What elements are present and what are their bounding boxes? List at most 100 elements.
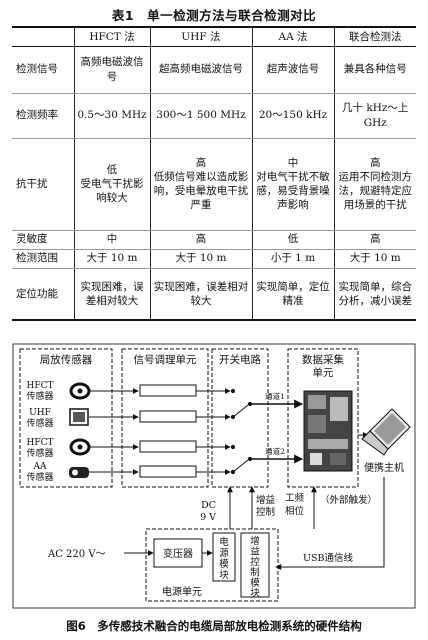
conditioning-channel bbox=[139, 440, 197, 453]
table-cell: 0.5～30 MHz bbox=[73, 92, 151, 139]
hfct-coil-icon bbox=[69, 438, 91, 456]
table-cell: 20～150 kHz bbox=[251, 92, 335, 139]
table-caption: 表1 单一检测方法与联合检测对比 bbox=[111, 8, 317, 23]
figure-caption: 图6 多传感技术融合的电缆局部放电检测系统的硬件结构 bbox=[66, 619, 362, 633]
phase-label-line2: 相位 bbox=[285, 505, 305, 517]
svg-text:益: 益 bbox=[250, 546, 260, 558]
dc-label-line2: 9 V bbox=[200, 512, 216, 523]
svg-text:块: 块 bbox=[250, 587, 260, 599]
sensor-group-label: 局放传感器 bbox=[40, 353, 93, 366]
svg-text:电: 电 bbox=[219, 536, 229, 548]
table-cell: 大于 10 m bbox=[333, 248, 416, 269]
header-cell: 联合检测法 bbox=[333, 26, 416, 47]
switch-circuit bbox=[211, 348, 269, 488]
channel-1-label: 通道1 bbox=[265, 391, 285, 401]
svg-text:HFCT: HFCT bbox=[27, 438, 54, 448]
table-cell: 中 bbox=[73, 229, 151, 250]
ac-input-label: AC 220 V～ bbox=[47, 549, 106, 560]
row-label: 定位功能 bbox=[12, 267, 75, 321]
row-label: 检测信号 bbox=[12, 45, 75, 94]
svg-text:传感器: 传感器 bbox=[26, 471, 53, 483]
svg-text:块: 块 bbox=[219, 569, 229, 581]
sensor-hfct-1: HFCT 传感器 bbox=[26, 381, 91, 402]
table-cell: 高 运用不同检测方法，规避特定应用场景的干扰 bbox=[333, 137, 416, 231]
row-label: 灵敏度 bbox=[12, 229, 75, 250]
daq-label-line2: 单元 bbox=[313, 367, 334, 379]
table-row: 灵敏度 中 高 低 高 bbox=[12, 229, 416, 250]
switch-circuit-label: 开关电路 bbox=[219, 353, 261, 366]
power-module-box bbox=[212, 532, 236, 582]
svg-text:传感器: 传感器 bbox=[26, 447, 53, 459]
table-cell: 实现简单，综合分析，减小误差 bbox=[333, 267, 416, 321]
table-cell: 兼具各种信号 bbox=[333, 45, 416, 94]
svg-text:模: 模 bbox=[219, 558, 229, 570]
svg-text:模: 模 bbox=[250, 577, 260, 589]
header-cell: UHF 法 bbox=[149, 26, 253, 47]
conditioning-channel bbox=[139, 465, 197, 478]
table-header-row: HFCT 法 UHF 法 AA 法 联合检测法 bbox=[12, 26, 416, 47]
table-cell: 大于 10 m bbox=[149, 248, 253, 269]
header-cell: HFCT 法 bbox=[73, 26, 151, 47]
data-acquisition-unit bbox=[287, 348, 359, 488]
signal-conditioning-unit bbox=[121, 348, 209, 488]
table-cell: 高 低频信号难以造成影响，受电晕放电干扰严重 bbox=[149, 137, 253, 231]
svg-text:UHF: UHF bbox=[29, 408, 51, 418]
svg-text:传感器: 传感器 bbox=[26, 390, 53, 402]
row-label: 抗干扰 bbox=[12, 137, 75, 231]
table-cell: 高 bbox=[149, 229, 253, 250]
table-cell: 高频电磁波信号 bbox=[73, 45, 151, 94]
table-row: 检测信号 高频电磁波信号 超高频电磁波信号 超声波信号 兼具各种信号 bbox=[12, 45, 416, 94]
host-label: 便携主机 bbox=[364, 461, 404, 474]
table-cell: 超高频电磁波信号 bbox=[149, 45, 253, 94]
transformer-label: 变压器 bbox=[163, 547, 193, 560]
row-label: 检测范围 bbox=[12, 248, 75, 269]
table-cell: 300～1 500 MHz bbox=[149, 92, 253, 139]
table-cell: 低 受电气干扰影响较大 bbox=[73, 137, 151, 231]
table-cell: 实现困难，误差相对较大 bbox=[149, 267, 253, 321]
header-cell bbox=[12, 26, 75, 47]
row-label: 检测频率 bbox=[12, 92, 75, 139]
svg-text:控: 控 bbox=[250, 556, 260, 568]
conditioning-channel bbox=[139, 384, 197, 397]
svg-text:增: 增 bbox=[250, 535, 260, 547]
conditioning-channel bbox=[139, 410, 197, 423]
switch-contacts bbox=[230, 388, 253, 475]
signal-conditioning-label: 信号调理单元 bbox=[134, 354, 197, 366]
external-trigger-label: （外部触发） bbox=[320, 494, 377, 506]
uhf-antenna-icon bbox=[69, 408, 89, 426]
power-unit-label: 电源单元 bbox=[162, 585, 202, 598]
sensor-aa: AA 传感器 bbox=[26, 462, 89, 483]
table-row: 抗干扰 低 受电气干扰影响较大 高 低频信号难以造成影响，受电晕放电干扰严重 中… bbox=[12, 137, 416, 231]
svg-text:HFCT: HFCT bbox=[27, 381, 54, 391]
usb-line-label: USB通信线 bbox=[303, 552, 353, 564]
figure-frame bbox=[12, 343, 416, 609]
daq-board-icon bbox=[303, 390, 353, 472]
gain-control-line1: 增益 bbox=[256, 494, 276, 506]
svg-text:AA: AA bbox=[33, 462, 47, 472]
gain-control-line2: 控制 bbox=[256, 506, 275, 518]
table-row: 检测范围 大于 10 m 大于 10 m 小于 1 m 大于 10 m bbox=[12, 248, 416, 269]
table-cell: 实现简单，定位精准 bbox=[251, 267, 335, 321]
transformer-box bbox=[153, 538, 203, 568]
table-cell: 实现困难，误差相对较大 bbox=[73, 267, 151, 321]
table-row: 定位功能 实现困难，误差相对较大 实现困难，误差相对较大 实现简单，定位精准 实… bbox=[12, 267, 416, 321]
table-cell: 几十 kHz～上 GHz bbox=[333, 92, 416, 139]
svg-text:传感器: 传感器 bbox=[26, 417, 53, 429]
sensor-group-box bbox=[19, 348, 113, 488]
laptop-icon bbox=[361, 408, 411, 456]
svg-text:制: 制 bbox=[250, 567, 260, 579]
hardware-diagram: 局放传感器 HFCT 传感器 UHF 传感器 HFCT 传感器 AA bbox=[12, 343, 416, 609]
dc-label-line1: DC bbox=[201, 500, 216, 511]
sensor-hfct-2: HFCT 传感器 bbox=[26, 438, 91, 459]
table-cell: 小于 1 m bbox=[251, 248, 335, 269]
table-cell: 高 bbox=[333, 229, 416, 250]
hfct-coil-icon bbox=[69, 382, 91, 400]
phase-label-line1: 工频 bbox=[285, 492, 305, 504]
power-unit bbox=[145, 528, 279, 602]
table-cell: 中 对电气干扰不敏感，易受背景噪声影响 bbox=[251, 137, 335, 231]
comparison-table: HFCT 法 UHF 法 AA 法 联合检测法 检测信号 高频电磁波信号 超高频… bbox=[12, 26, 416, 321]
channel-2-label: 通道2 bbox=[265, 446, 285, 456]
table-cell: 超声波信号 bbox=[251, 45, 335, 94]
header-cell: AA 法 bbox=[251, 26, 335, 47]
